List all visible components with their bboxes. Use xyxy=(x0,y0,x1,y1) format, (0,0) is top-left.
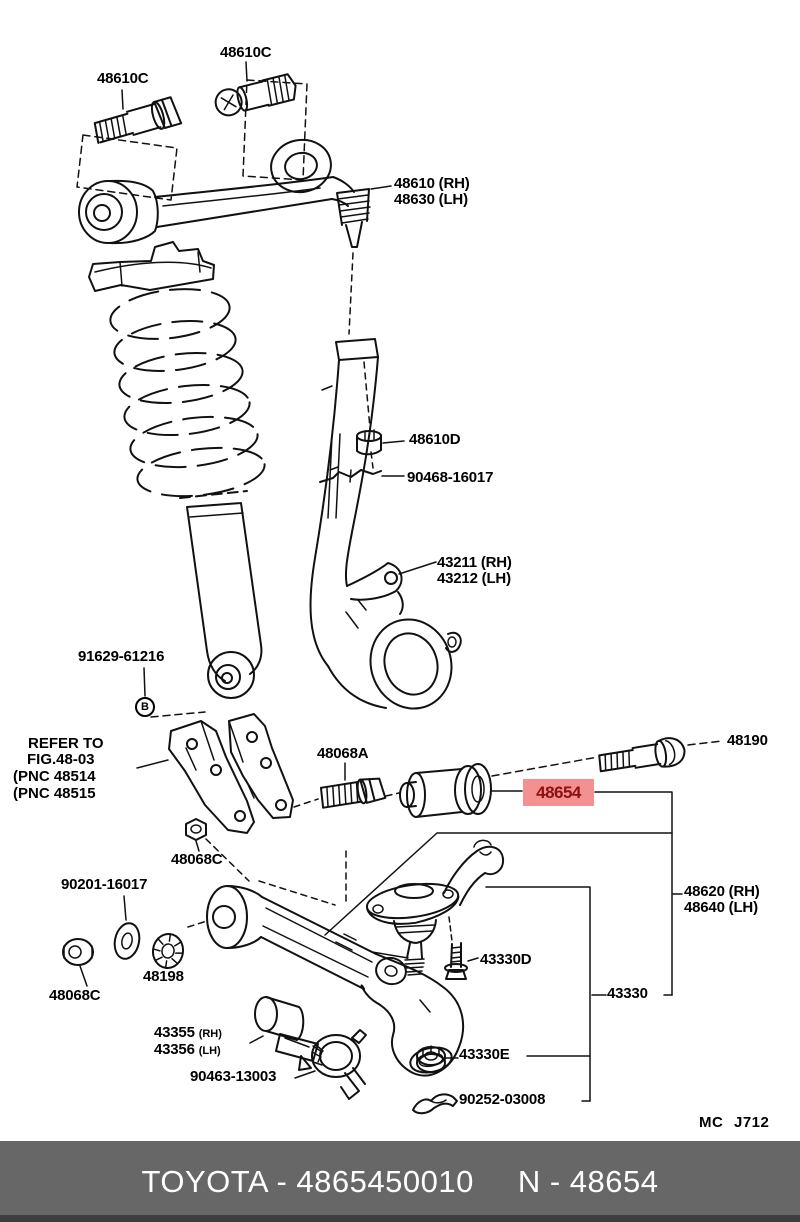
part-label-48610-rh[interactable]: 48610 (RH) xyxy=(394,175,470,192)
callout-connector-lines xyxy=(324,791,683,1102)
hose-clamp-drawing xyxy=(294,1029,367,1100)
side-suffix: (RH) xyxy=(198,1028,222,1040)
part-label-48068c-lower[interactable]: 48068C xyxy=(49,987,101,1004)
refer-note-line4: (PNC 48515 xyxy=(13,785,96,802)
bracket-bolt-drawing xyxy=(319,762,400,809)
shock-absorber-drawing xyxy=(88,241,266,699)
part-label-90252-03008[interactable]: 90252-03008 xyxy=(459,1091,546,1108)
footer-n-part-number: N - 48654 xyxy=(517,1163,659,1199)
footer-brand-part-number: TOYOTA - 4865450010 xyxy=(141,1163,474,1199)
refer-note-line2: FIG.48-03 xyxy=(27,751,95,768)
footer-bar: TOYOTA - 4865450010 N - 48654 xyxy=(0,1141,800,1222)
part-label-48190[interactable]: 48190 xyxy=(727,732,768,749)
upper-control-arm-drawing xyxy=(78,138,392,335)
bushing-drawing xyxy=(399,763,523,818)
marker-b: B xyxy=(135,697,155,717)
steering-knuckle-drawing xyxy=(309,338,462,710)
side-suffix: (LH) xyxy=(198,1045,221,1057)
part-label-43212-lh[interactable]: 43212 (LH) xyxy=(437,570,511,587)
part-label-48630-lh[interactable]: 48630 (LH) xyxy=(394,191,468,208)
upper-bolt-left-drawing xyxy=(93,96,183,144)
refer-note-line3: (PNC 48514 xyxy=(13,768,96,785)
camber-spacer-drawing xyxy=(356,429,405,456)
washer-stack-drawing xyxy=(62,838,347,987)
part-label-43356-lh[interactable]: 43356 (LH) xyxy=(154,1042,221,1059)
part-label-43330[interactable]: 43330 xyxy=(607,985,648,1002)
part-label-90201-16017[interactable]: 90201-16017 xyxy=(61,876,148,893)
part-label-43330e[interactable]: 43330E xyxy=(459,1046,510,1063)
part-number: 43355 xyxy=(154,1024,195,1041)
part-label-48068c-upper[interactable]: 48068C xyxy=(171,851,223,868)
footer-strip xyxy=(0,1215,800,1222)
part-number: 43356 xyxy=(154,1041,195,1058)
leader-upper-bolts xyxy=(121,61,248,110)
lower-control-arm-drawing xyxy=(206,885,465,1077)
part-label-48610d[interactable]: 48610D xyxy=(409,431,461,448)
part-label-43211-rh[interactable]: 43211 (RH) xyxy=(437,554,512,571)
cotter-pin-drawing xyxy=(412,1093,458,1115)
castle-nut-drawing xyxy=(416,1045,459,1073)
part-label-48068a[interactable]: 48068A xyxy=(317,745,369,762)
drawing-code: MC J712 xyxy=(699,1114,770,1131)
part-label-43355-rh[interactable]: 43355 (RH) xyxy=(154,1025,222,1042)
upper-bolt-right-drawing xyxy=(214,73,297,117)
part-label-90463-13003[interactable]: 90463-13003 xyxy=(190,1068,277,1085)
part-label-48654-highlighted[interactable]: 48654 xyxy=(523,779,594,806)
stabilizer-bracket-drawing xyxy=(136,711,319,852)
clamp-drawing xyxy=(249,996,323,1071)
ball-joint-drawing xyxy=(365,839,505,980)
part-label-90468-16017[interactable]: 90468-16017 xyxy=(407,469,494,486)
refer-note-line1: REFER TO xyxy=(28,735,104,752)
part-label-48640-lh[interactable]: 48640 (LH) xyxy=(684,899,758,916)
cam-bolt-drawing xyxy=(491,737,723,777)
part-label-48610c-left[interactable]: 48610C xyxy=(97,70,149,87)
part-label-48620-rh[interactable]: 48620 (RH) xyxy=(684,883,760,900)
part-label-48198[interactable]: 48198 xyxy=(143,968,184,985)
part-label-43330d[interactable]: 43330D xyxy=(480,951,532,968)
clip-drawing xyxy=(319,469,405,483)
part-label-91629-61216[interactable]: 91629-61216 xyxy=(78,648,165,665)
part-label-48610c-right[interactable]: 48610C xyxy=(220,44,272,61)
